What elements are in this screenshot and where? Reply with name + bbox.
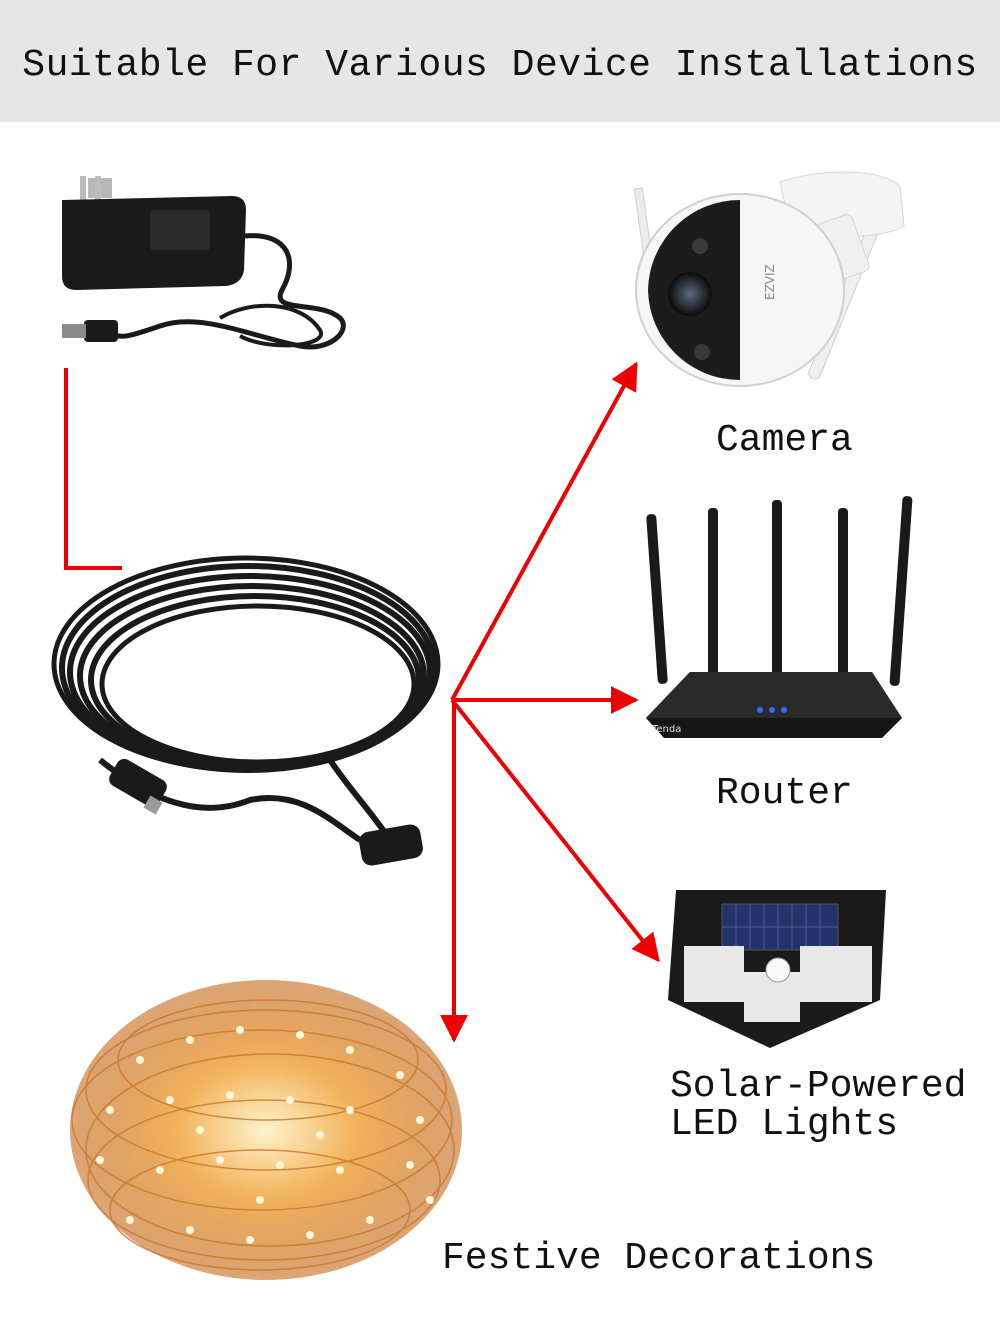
cable-connectors (109, 758, 423, 866)
distribution-arrows (440, 361, 660, 1043)
festive-decorations-label: Festive Decorations (442, 1237, 876, 1280)
arrow-to-solar-lights (450, 698, 660, 963)
camera-image: EZVIZ (633, 171, 905, 387)
header-banner: Suitable For Various Device Installation… (0, 0, 1000, 122)
camera-label: Camera (716, 419, 853, 462)
solar-lights-label-line1: Solar-Powered (670, 1065, 967, 1108)
arrow-to-camera (450, 361, 638, 701)
festive-lights-image (70, 980, 462, 1280)
camera-brand-text: EZVIZ (763, 264, 777, 300)
extension-cable-image (51, 555, 441, 843)
solar-lights-image (668, 890, 886, 1048)
solar-lights-label-line2: LED Lights (670, 1103, 899, 1146)
page-title: Suitable For Various Device Installation… (22, 44, 978, 87)
connector-line (64, 368, 122, 570)
router-image: Tenda (646, 496, 913, 738)
router-label: Router (716, 772, 853, 815)
power-adapter-image (62, 176, 346, 350)
router-brand-text: Tenda (651, 724, 681, 735)
